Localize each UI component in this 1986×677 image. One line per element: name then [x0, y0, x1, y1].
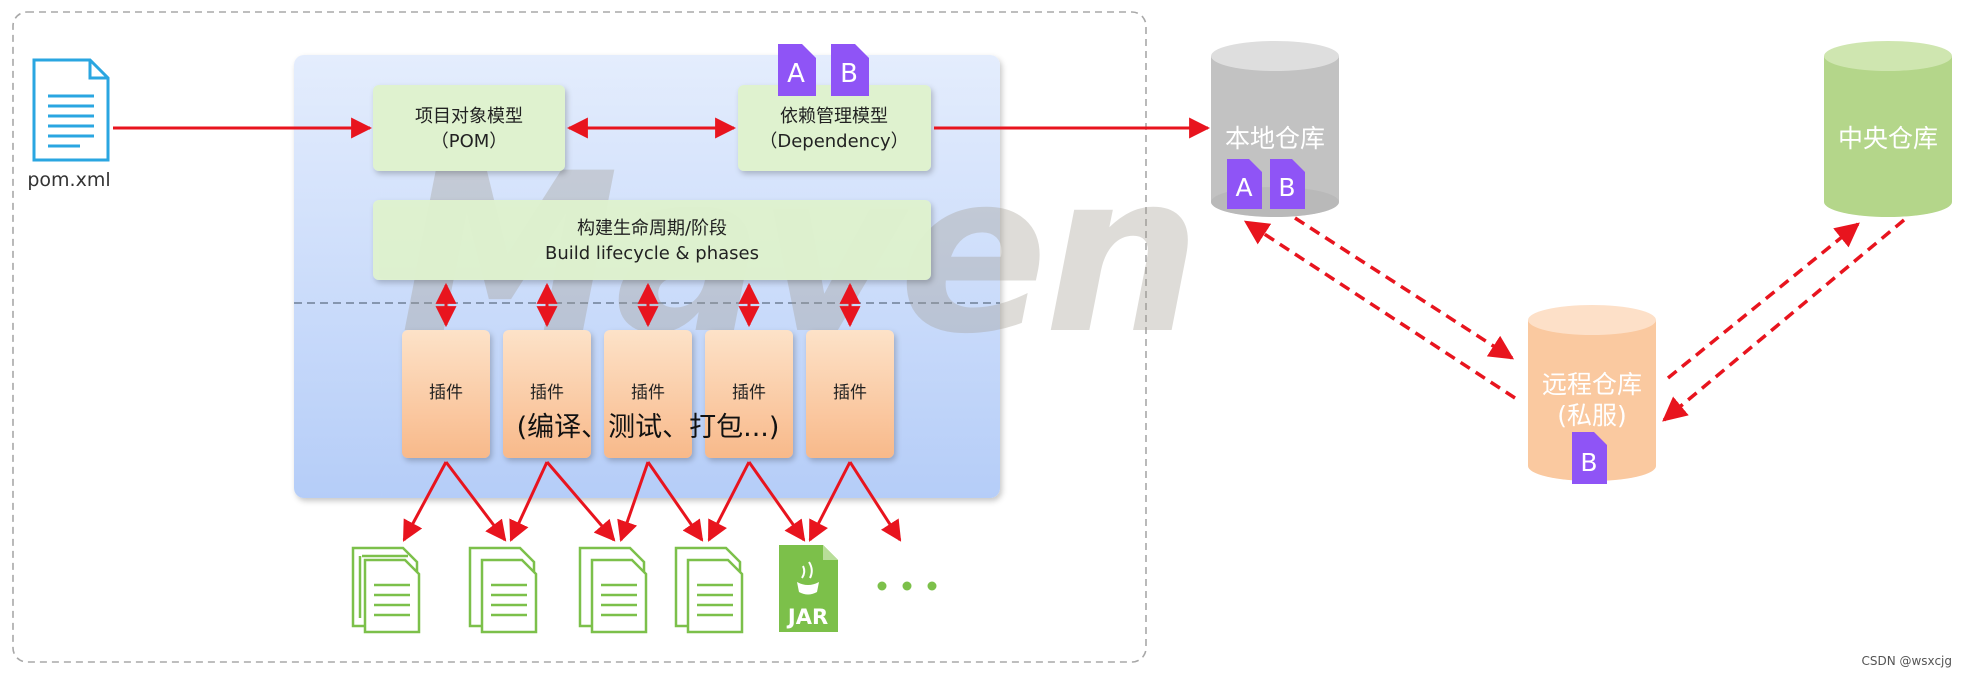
svg-text:插件: 插件 [631, 383, 665, 403]
plugin-box: 插件 [705, 330, 793, 458]
lifecycle-line2: Build lifecycle & phases [545, 243, 759, 264]
output-document-icon [468, 546, 538, 634]
remote-repo-badge-b: B [1572, 432, 1607, 484]
svg-text:插件: 插件 [429, 383, 463, 403]
plugin-output-arrows [402, 461, 902, 542]
central-repository: 中央仓库 [1824, 41, 1952, 217]
svg-text:插件: 插件 [732, 383, 766, 403]
plugins-note: (编译、测试、打包...) [517, 412, 780, 443]
plugin-box: 插件 [806, 330, 894, 458]
pom-model-line2: （POM） [431, 131, 508, 152]
dependency-badge-b: B [831, 44, 869, 96]
lifecycle-box [373, 200, 931, 280]
pom-model-line1: 项目对象模型 [415, 106, 523, 127]
svg-text:插件: 插件 [530, 383, 564, 403]
svg-text:B: B [840, 59, 858, 89]
lifecycle-line1: 构建生命周期/阶段 [577, 218, 727, 239]
pom-file-label: pom.xml [27, 169, 110, 191]
output-document-icon [674, 546, 744, 634]
plugin-box: 插件 [503, 330, 591, 458]
dependency-model-line1: 依赖管理模型 [780, 106, 888, 127]
local-repo-badge-b: B [1270, 159, 1305, 209]
svg-text:A: A [787, 59, 805, 89]
repository-sync-arrows [1243, 216, 1906, 422]
pom-model-box [373, 85, 565, 171]
remote-repository: 远程仓库 (私服) [1528, 305, 1656, 481]
svg-text:A: A [1235, 173, 1252, 202]
plugin-box: 插件 [604, 330, 692, 458]
csdn-credit: CSDN @wsxcjg [1861, 654, 1952, 668]
plugin-box: 插件 [402, 330, 490, 458]
svg-text:B: B [1580, 448, 1597, 477]
output-document-icon [578, 546, 648, 634]
local-repository-label: 本地仓库 [1225, 124, 1325, 153]
dependency-badge-a: A [778, 44, 816, 96]
svg-text:B: B [1278, 173, 1295, 202]
remote-repository-line2: (私服) [1557, 401, 1627, 430]
svg-text:插件: 插件 [833, 383, 867, 403]
remote-repository-line1: 远程仓库 [1542, 370, 1642, 399]
local-repo-badge-a: A [1227, 159, 1262, 209]
pom-file-icon [32, 58, 110, 162]
more-outputs-dots [877, 581, 937, 591]
jar-label: JAR [786, 605, 828, 629]
diagram-frame [12, 11, 1147, 663]
lifecycle-plugin-arrows [435, 282, 861, 328]
dependency-model-line2: （Dependency） [759, 131, 908, 152]
jar-file-icon: JAR [779, 545, 838, 632]
output-document-icon [351, 546, 421, 634]
central-repository-label: 中央仓库 [1838, 124, 1938, 153]
dependency-model-box [738, 85, 931, 171]
